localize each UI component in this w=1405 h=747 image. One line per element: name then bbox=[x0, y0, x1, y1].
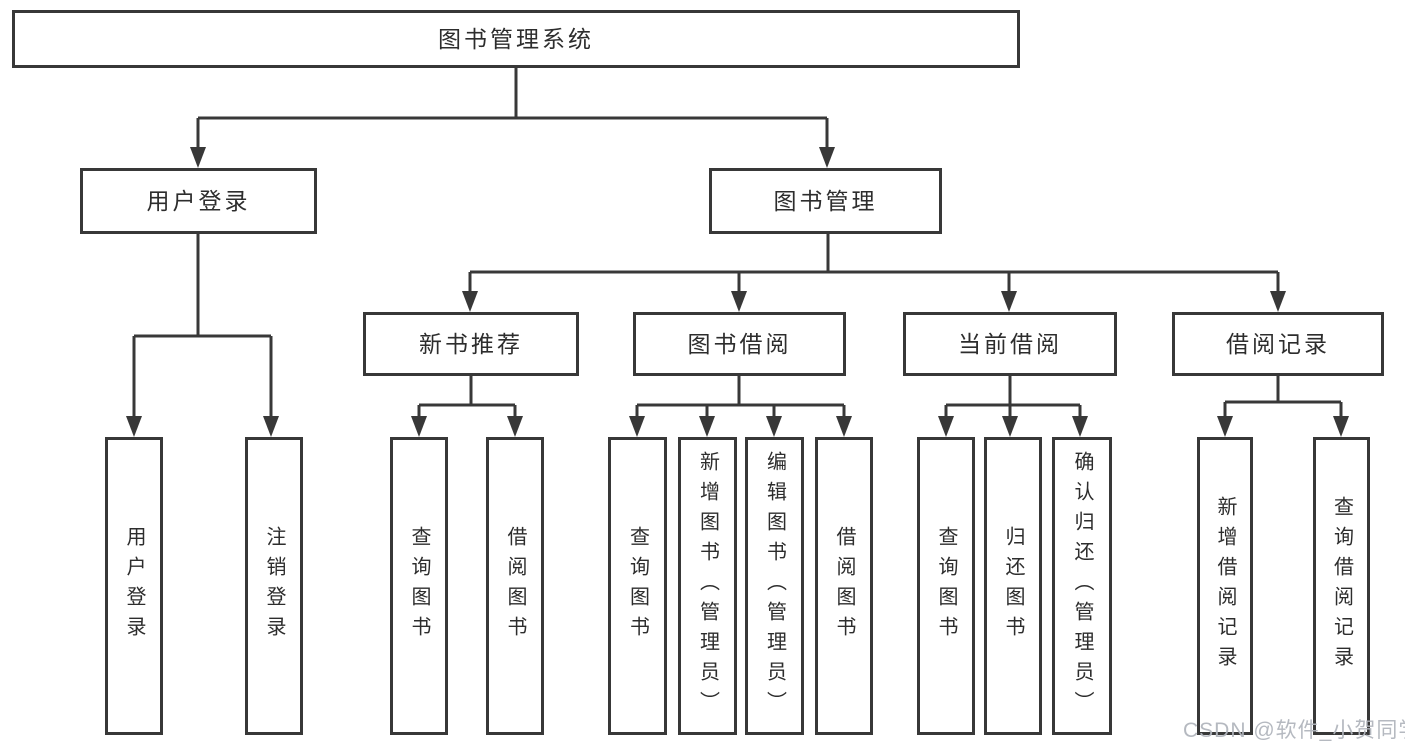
node-new-book-recommend: 新书推荐 bbox=[363, 312, 579, 376]
leaf-logout: 注销登录 bbox=[245, 437, 303, 735]
arrowhead bbox=[766, 416, 782, 437]
leaf-query-borrow-record: 查询借阅记录 bbox=[1313, 437, 1370, 735]
node-user-login: 用户登录 bbox=[80, 168, 317, 234]
connector-bookmgmt-to-level3 bbox=[468, 234, 1280, 296]
node-root-label: 图书管理系统 bbox=[438, 25, 594, 52]
node-borrow-records: 借阅记录 bbox=[1172, 312, 1384, 376]
node-current-borrow: 当前借阅 bbox=[903, 312, 1117, 376]
arrowhead bbox=[836, 416, 852, 437]
leaf-confirm-return-admin: 确认归还（管理员） bbox=[1052, 437, 1112, 735]
leaf-confirm-return-admin-label: 确认归还（管理员） bbox=[1071, 451, 1093, 721]
arrowhead bbox=[629, 416, 645, 437]
leaf-add-borrow-record: 新增借阅记录 bbox=[1197, 437, 1253, 735]
arrowhead bbox=[411, 416, 427, 437]
arrowhead bbox=[1002, 416, 1018, 437]
node-book-borrow: 图书借阅 bbox=[633, 312, 846, 376]
node-borrow-records-label: 借阅记录 bbox=[1226, 330, 1330, 357]
connector-records-to-leaves bbox=[1223, 376, 1343, 421]
arrowhead bbox=[1072, 416, 1088, 437]
arrowhead bbox=[819, 147, 835, 168]
leaf-logout-label: 注销登录 bbox=[263, 526, 285, 646]
leaf-return-book-label: 归还图书 bbox=[1002, 526, 1024, 646]
leaf-borrow-query-books-label: 查询图书 bbox=[626, 526, 649, 646]
arrowhead bbox=[699, 416, 715, 437]
leaf-return-book: 归还图书 bbox=[984, 437, 1042, 735]
leaf-query-borrow-record-label: 查询借阅记录 bbox=[1330, 496, 1353, 676]
leaf-current-query-books-label: 查询图书 bbox=[935, 526, 957, 646]
leaf-add-borrow-record-label: 新增借阅记录 bbox=[1214, 496, 1236, 676]
leaf-current-query-books: 查询图书 bbox=[917, 437, 975, 735]
leaf-borrow-borrow-books-label: 借阅图书 bbox=[833, 526, 855, 646]
connector-root-to-level2 bbox=[196, 68, 829, 152]
csdn-watermark: CSDN @软件_小贺同学 bbox=[1183, 719, 1405, 742]
arrowhead bbox=[731, 291, 747, 312]
connector-newbook-to-leaves bbox=[417, 376, 517, 421]
arrowhead bbox=[507, 416, 523, 437]
arrowheads bbox=[126, 147, 1349, 437]
node-root-system: 图书管理系统 bbox=[12, 10, 1020, 68]
node-current-borrow-label: 当前借阅 bbox=[958, 330, 1062, 357]
connector-current-to-leaves bbox=[944, 376, 1082, 421]
leaf-recommend-query-books: 查询图书 bbox=[390, 437, 448, 735]
leaf-user-login: 用户登录 bbox=[105, 437, 163, 735]
leaf-edit-book-admin: 编辑图书（管理员） bbox=[745, 437, 804, 735]
node-book-management: 图书管理 bbox=[709, 168, 942, 234]
leaf-recommend-query-books-label: 查询图书 bbox=[408, 526, 430, 646]
leaf-add-book-admin-label: 新增图书（管理员） bbox=[696, 451, 719, 721]
connector-borrow-to-leaves bbox=[635, 376, 846, 421]
node-user-login-label: 用户登录 bbox=[146, 187, 251, 214]
leaf-recommend-borrow-books-label: 借阅图书 bbox=[504, 526, 526, 646]
leaf-borrow-borrow-books: 借阅图书 bbox=[815, 437, 873, 735]
arrowhead bbox=[1333, 416, 1349, 437]
node-new-book-recommend-label: 新书推荐 bbox=[419, 330, 523, 357]
arrowhead bbox=[126, 416, 142, 437]
leaf-edit-book-admin-label: 编辑图书（管理员） bbox=[763, 451, 786, 721]
arrowhead bbox=[938, 416, 954, 437]
arrowhead bbox=[1270, 291, 1286, 312]
node-book-borrow-label: 图书借阅 bbox=[687, 330, 792, 357]
leaf-recommend-borrow-books: 借阅图书 bbox=[486, 437, 544, 735]
arrowhead bbox=[1217, 416, 1233, 437]
leaf-add-book-admin: 新增图书（管理员） bbox=[678, 437, 737, 735]
leaf-borrow-query-books: 查询图书 bbox=[608, 437, 667, 735]
arrowhead bbox=[263, 416, 279, 437]
leaf-user-login-label: 用户登录 bbox=[123, 526, 145, 646]
arrowhead bbox=[462, 291, 478, 312]
arrowhead bbox=[1001, 291, 1017, 312]
node-book-management-label: 图书管理 bbox=[773, 187, 878, 214]
arrowhead bbox=[190, 147, 206, 168]
connector-userlogin-to-leaves bbox=[132, 234, 273, 421]
